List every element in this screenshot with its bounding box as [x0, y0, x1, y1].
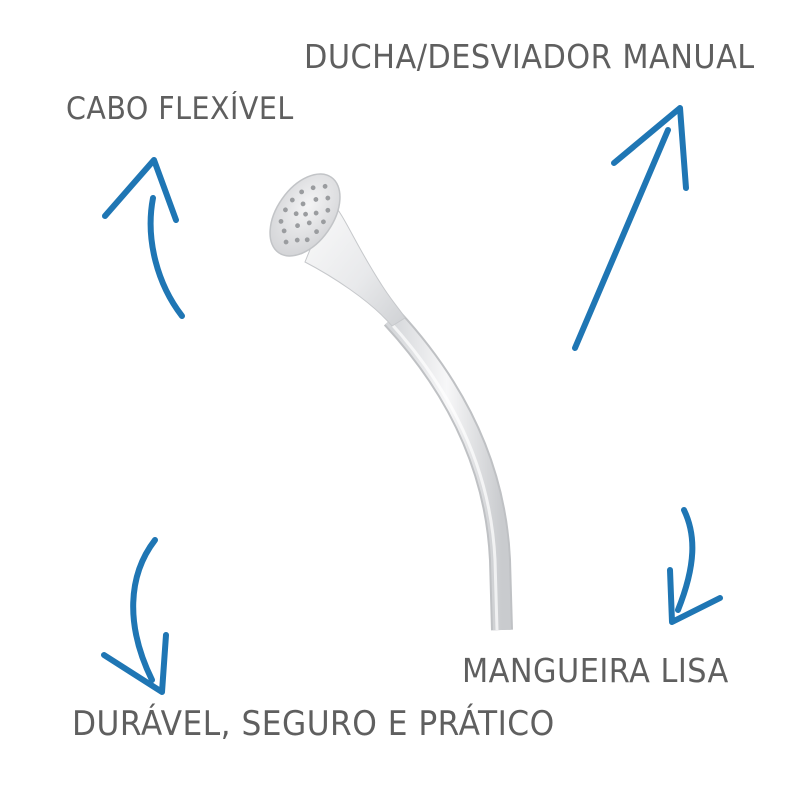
shower-hose: [383, 310, 513, 631]
curved-arrow-down-left-icon: [101, 537, 169, 695]
label-shower-diverter: DUCHA/DESVIADOR MANUAL: [304, 37, 755, 76]
label-smooth-hose: MANGUEIRA LISA: [462, 651, 729, 690]
shower-head: [269, 173, 406, 327]
label-flexible-handle: CABO FLEXÍVEL: [66, 91, 294, 127]
curved-arrow-up-icon: [102, 157, 185, 319]
curved-arrow-down-right-icon: [667, 507, 723, 625]
spray-nozzles: [278, 183, 331, 245]
long-arrow-up-right-icon: [572, 105, 689, 351]
label-durable-safe-practical: DURÁVEL, SEGURO E PRÁTICO: [72, 704, 555, 744]
